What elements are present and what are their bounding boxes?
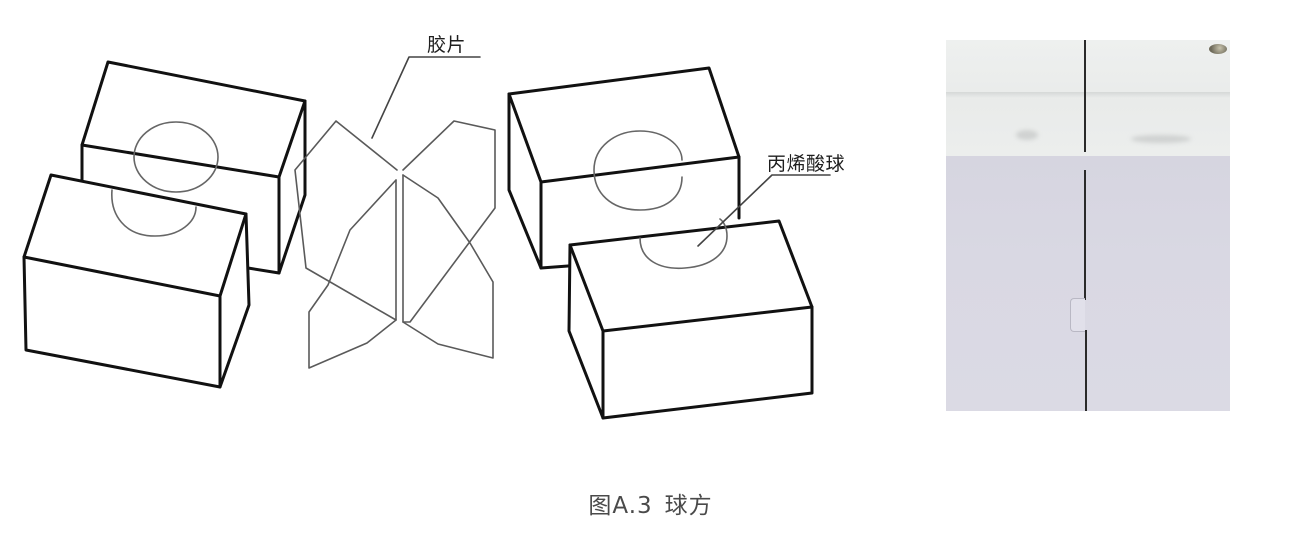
photo-smudge bbox=[1131, 135, 1191, 143]
figure-caption: 图A.3 球方 bbox=[0, 486, 1301, 520]
label-acrylic-ball: 丙烯酸球 bbox=[767, 153, 846, 175]
left-front-block bbox=[22, 173, 251, 389]
ball-cube-photo bbox=[946, 40, 1230, 411]
photo-front-face bbox=[946, 156, 1230, 411]
caption-title: 球方 bbox=[664, 493, 713, 519]
caption-number: 图A.3 bbox=[588, 493, 653, 519]
photo-edge-band bbox=[946, 92, 1230, 98]
right-back-block bbox=[507, 66, 741, 270]
acrylic-leader-line bbox=[697, 174, 831, 247]
photo-seam-top bbox=[1084, 40, 1086, 152]
right-front-block bbox=[567, 219, 814, 420]
photo-seam-front-upper bbox=[1084, 170, 1086, 300]
right-back-hemisphere bbox=[593, 130, 683, 211]
left-front-hemisphere bbox=[111, 189, 197, 237]
photo-smudge bbox=[1016, 130, 1038, 140]
photo-notch bbox=[1070, 298, 1085, 332]
film-leader-line bbox=[371, 56, 481, 139]
left-back-hemisphere bbox=[133, 121, 219, 193]
screw-icon bbox=[1209, 44, 1227, 54]
photo-seam-front-lower bbox=[1085, 330, 1087, 411]
photo-top-face bbox=[946, 40, 1230, 156]
film-sheets bbox=[294, 120, 496, 369]
label-film: 胶片 bbox=[427, 34, 467, 56]
left-back-block bbox=[80, 60, 307, 275]
right-front-hemisphere bbox=[639, 218, 728, 270]
